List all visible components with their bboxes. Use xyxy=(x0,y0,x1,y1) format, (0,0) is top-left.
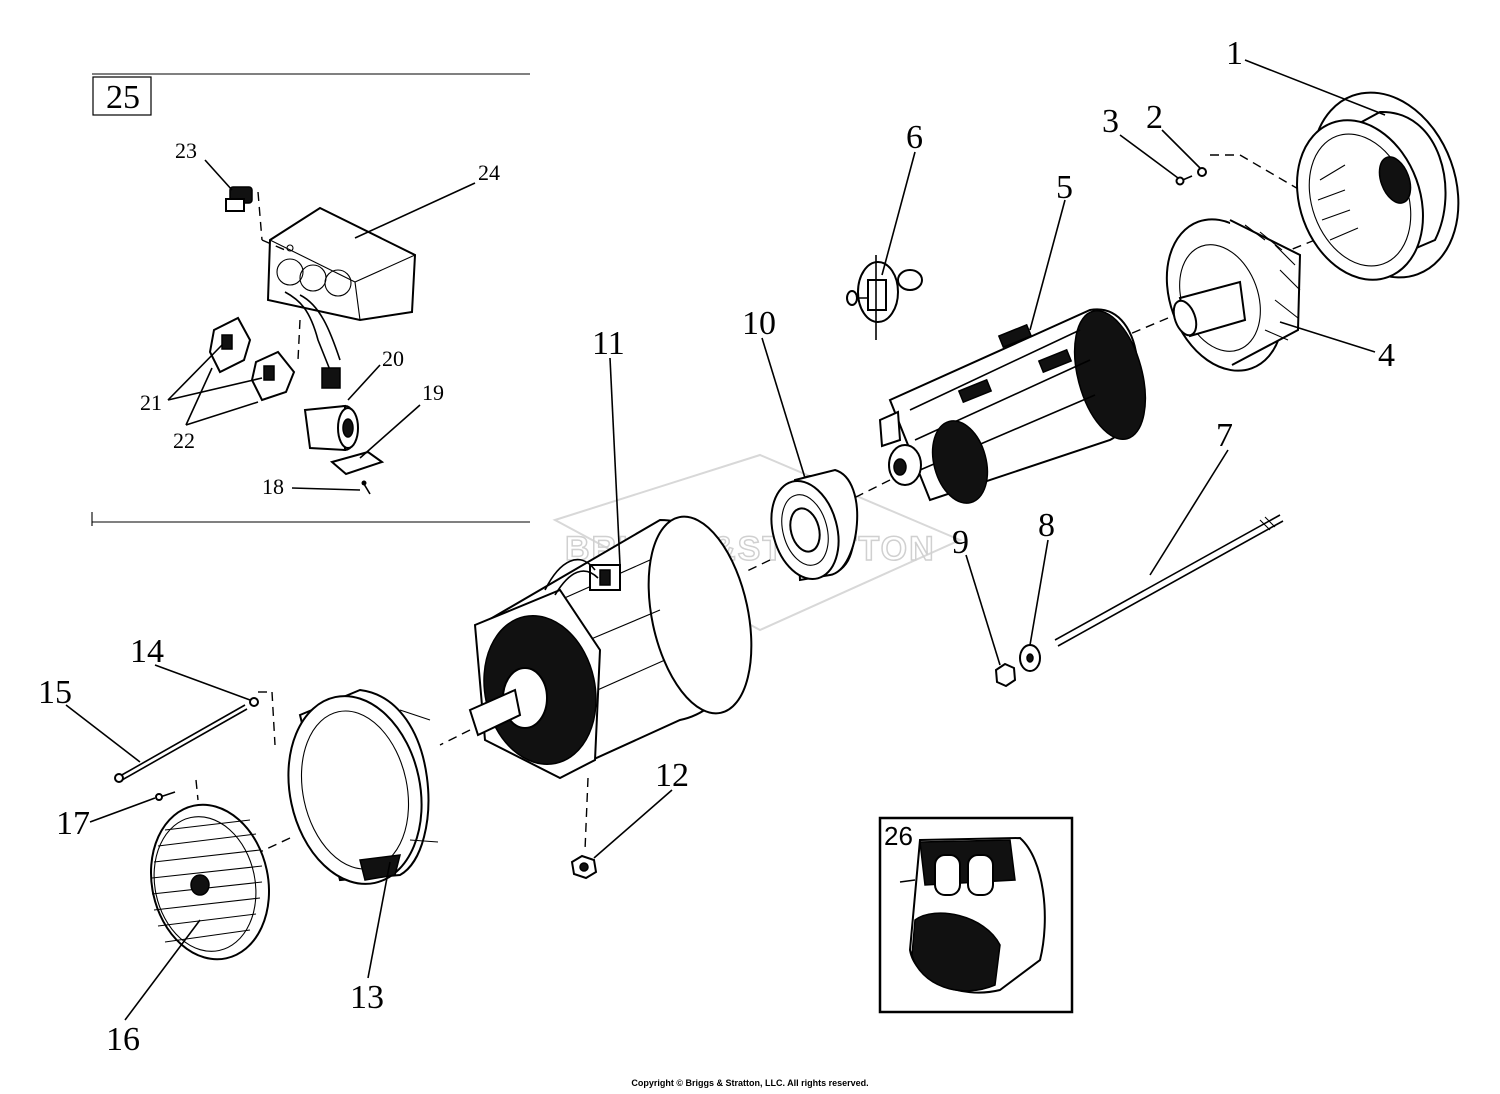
inset-cover-box: 26 xyxy=(878,816,1074,1014)
part-9-nut xyxy=(994,662,1017,688)
inset-25-label: 25 xyxy=(106,79,140,116)
callout-21: 21 xyxy=(140,390,162,415)
part-4-fan xyxy=(1165,218,1302,372)
callout-9: 9 xyxy=(952,524,969,561)
part-7-through-bolt xyxy=(1054,514,1284,647)
callout-8: 8 xyxy=(1038,507,1055,544)
callout-17: 17 xyxy=(56,805,90,842)
callout-18: 18 xyxy=(262,474,284,499)
inset-26-label: 26 xyxy=(884,821,913,851)
part-12-nut xyxy=(570,854,598,880)
callout-20: 20 xyxy=(382,346,404,371)
part-13-shroud xyxy=(287,688,439,885)
callout-13: 13 xyxy=(350,979,384,1016)
callout-7: 7 xyxy=(1216,417,1233,454)
callout-10: 10 xyxy=(742,305,776,342)
callout-12: 12 xyxy=(655,757,689,794)
callout-6: 6 xyxy=(906,119,923,156)
part-6-rectifier xyxy=(846,255,923,340)
part-16-grille xyxy=(149,803,271,961)
callout-1: 1 xyxy=(1226,35,1243,72)
callout-14: 14 xyxy=(130,633,164,670)
callout-3: 3 xyxy=(1102,103,1119,140)
callout-22: 22 xyxy=(173,428,195,453)
copyright-text: Copyright © Briggs & Stratton, LLC. All … xyxy=(631,1078,868,1088)
callout-2: 2 xyxy=(1146,99,1163,136)
part-8-washer xyxy=(1019,644,1041,672)
part-5-rotor xyxy=(878,308,1147,504)
callout-numbers: 1 2 3 4 5 6 7 8 9 10 11 12 13 14 15 16 1… xyxy=(38,35,1395,1058)
part-11-stator xyxy=(468,515,753,780)
callout-5: 5 xyxy=(1056,169,1073,206)
callout-16: 16 xyxy=(106,1021,140,1058)
part-1-end-housing xyxy=(1296,91,1460,281)
callout-23: 23 xyxy=(175,138,197,163)
parts-14-15-17-fasteners xyxy=(114,697,259,801)
callout-15: 15 xyxy=(38,674,72,711)
inset-control-panel: 25 xyxy=(91,73,530,526)
part-10-bearing xyxy=(770,468,859,582)
callout-leaders xyxy=(65,59,1386,1021)
assembly-axis xyxy=(195,154,1316,853)
callout-19: 19 xyxy=(422,380,444,405)
parts-2-3-screw-washer xyxy=(1175,167,1207,186)
callout-4: 4 xyxy=(1378,337,1395,374)
callout-11: 11 xyxy=(592,325,625,362)
callout-24: 24 xyxy=(478,160,500,185)
